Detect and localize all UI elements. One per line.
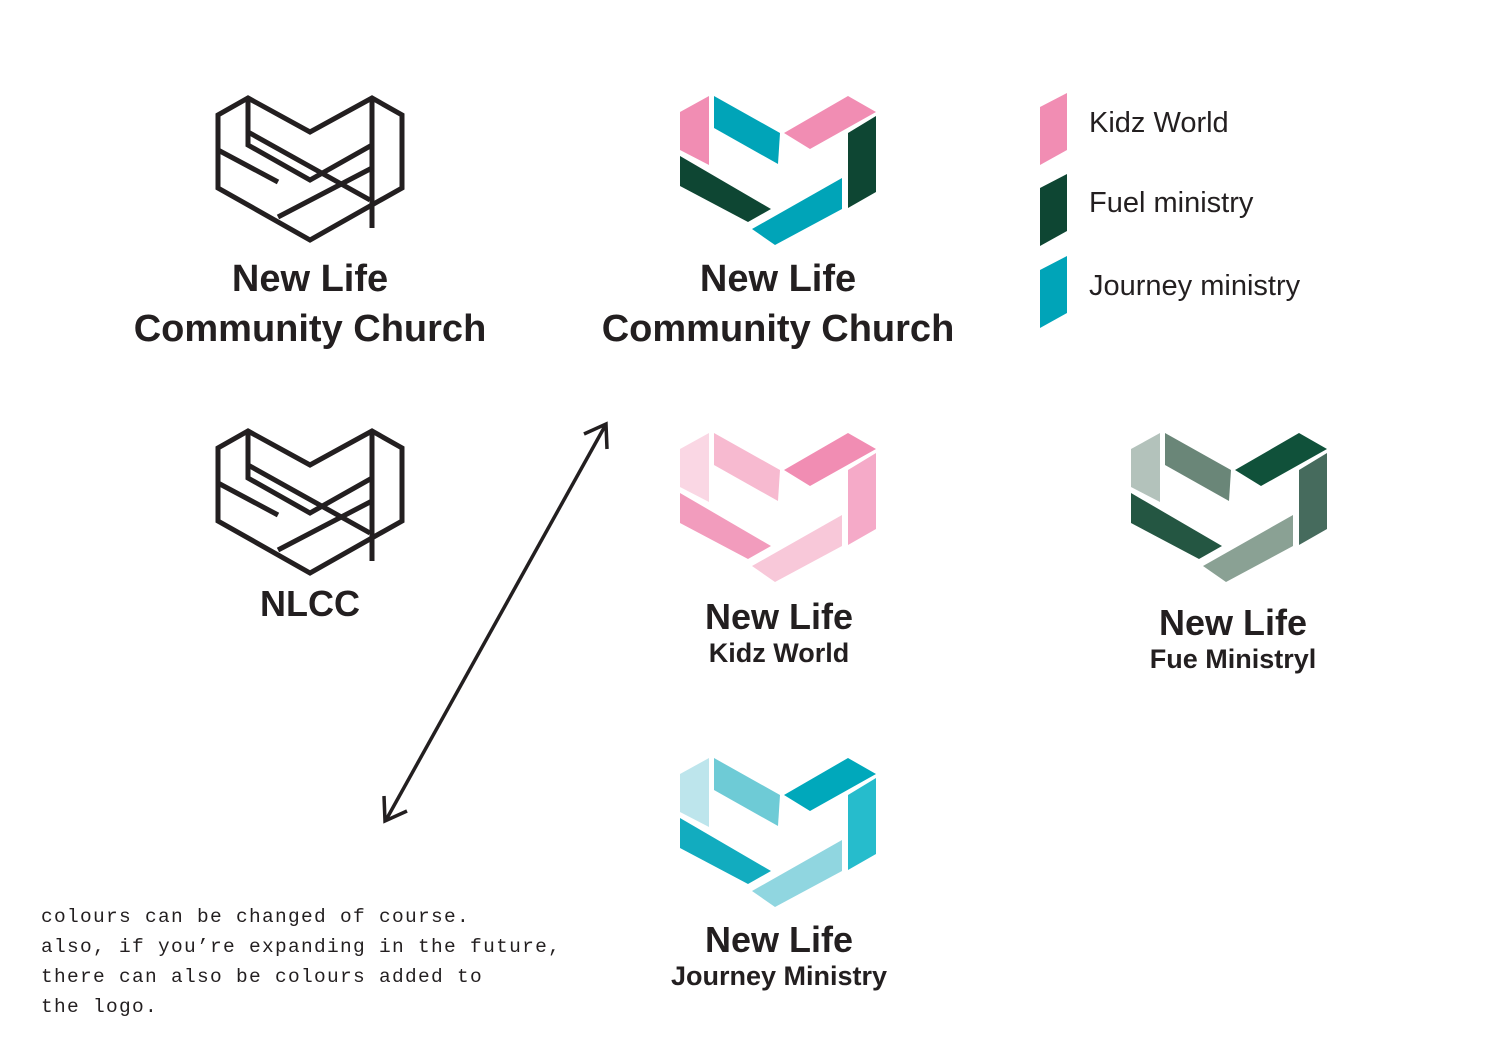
kidz-heart-icon bbox=[680, 433, 876, 582]
legend-label-kidz-world: Kidz World bbox=[1089, 107, 1229, 139]
legend-swatch-kidz-world bbox=[1040, 93, 1067, 165]
heart-piece bbox=[848, 116, 876, 208]
heart-piece bbox=[1131, 493, 1222, 559]
heart-piece bbox=[848, 778, 876, 870]
color-logo-wordmark: New Life Community Church bbox=[568, 254, 988, 354]
abbrev-logo-wordmark: NLCC bbox=[160, 584, 460, 624]
fuel-logo-line1: New Life bbox=[1158, 602, 1308, 643]
heart-piece bbox=[1299, 453, 1327, 545]
journey-logo-wordmark: New Life Journey Ministry bbox=[600, 920, 958, 992]
kidz-logo-wordmark: New Life Kidz World bbox=[600, 597, 958, 669]
fuel-logo-wordmark: New Life Fue Ministryl bbox=[1054, 603, 1412, 675]
color-logo-line2: Community Church bbox=[601, 308, 955, 350]
heart-piece bbox=[1131, 433, 1160, 502]
heart-piece bbox=[848, 453, 876, 545]
heart-piece bbox=[752, 515, 842, 582]
fuel-heart-icon bbox=[1131, 433, 1327, 582]
note-line: the logo. bbox=[41, 996, 159, 1018]
heart-piece bbox=[752, 178, 842, 245]
heart-piece bbox=[1203, 515, 1293, 582]
outline-heart-small-icon bbox=[215, 428, 405, 576]
heart-piece bbox=[680, 758, 709, 827]
journey-logo-line2: Journey Ministry bbox=[670, 961, 888, 991]
outline-heart-icon bbox=[215, 95, 405, 243]
legend-swatch-journey-ministry bbox=[1040, 256, 1067, 328]
designer-note: colours can be changed of course. also, … bbox=[41, 902, 561, 1022]
heart-piece bbox=[680, 818, 771, 884]
journey-heart-icon bbox=[680, 758, 876, 907]
fuel-logo-line2: Fue Ministryl bbox=[1149, 644, 1317, 674]
kidz-logo-line2: Kidz World bbox=[708, 638, 850, 668]
heart-piece bbox=[784, 433, 876, 486]
legend-label-journey-ministry: Journey ministry bbox=[1089, 270, 1301, 302]
note-line: there can also be colours added to bbox=[41, 966, 484, 988]
heart-piece bbox=[1235, 433, 1327, 486]
heart-piece bbox=[680, 96, 709, 165]
heart-piece bbox=[680, 433, 709, 502]
heart-piece bbox=[1165, 433, 1231, 501]
journey-logo-line1: New Life bbox=[704, 919, 854, 960]
heart-piece bbox=[714, 758, 780, 826]
heart-piece bbox=[714, 433, 780, 501]
color-heart-icon bbox=[680, 96, 876, 245]
heart-piece bbox=[680, 156, 771, 222]
kidz-logo-line1: New Life bbox=[704, 596, 854, 637]
abbrev-logo-text: NLCC bbox=[260, 583, 360, 624]
heart-piece bbox=[714, 96, 780, 164]
note-line: also, if you’re expanding in the future, bbox=[41, 936, 562, 958]
primary-logo-wordmark: New Life Community Church bbox=[100, 254, 520, 354]
color-logo-line1: New Life bbox=[699, 258, 857, 300]
heart-piece bbox=[752, 840, 842, 907]
heart-piece bbox=[784, 758, 876, 811]
heart-piece bbox=[680, 493, 771, 559]
note-line: colours can be changed of course. bbox=[41, 906, 471, 928]
heart-piece bbox=[784, 96, 876, 149]
legend-label-fuel-ministry: Fuel ministry bbox=[1089, 187, 1254, 219]
primary-logo-line1: New Life bbox=[231, 258, 389, 300]
legend-swatch-fuel-ministry bbox=[1040, 174, 1067, 246]
primary-logo-line2: Community Church bbox=[133, 308, 487, 350]
